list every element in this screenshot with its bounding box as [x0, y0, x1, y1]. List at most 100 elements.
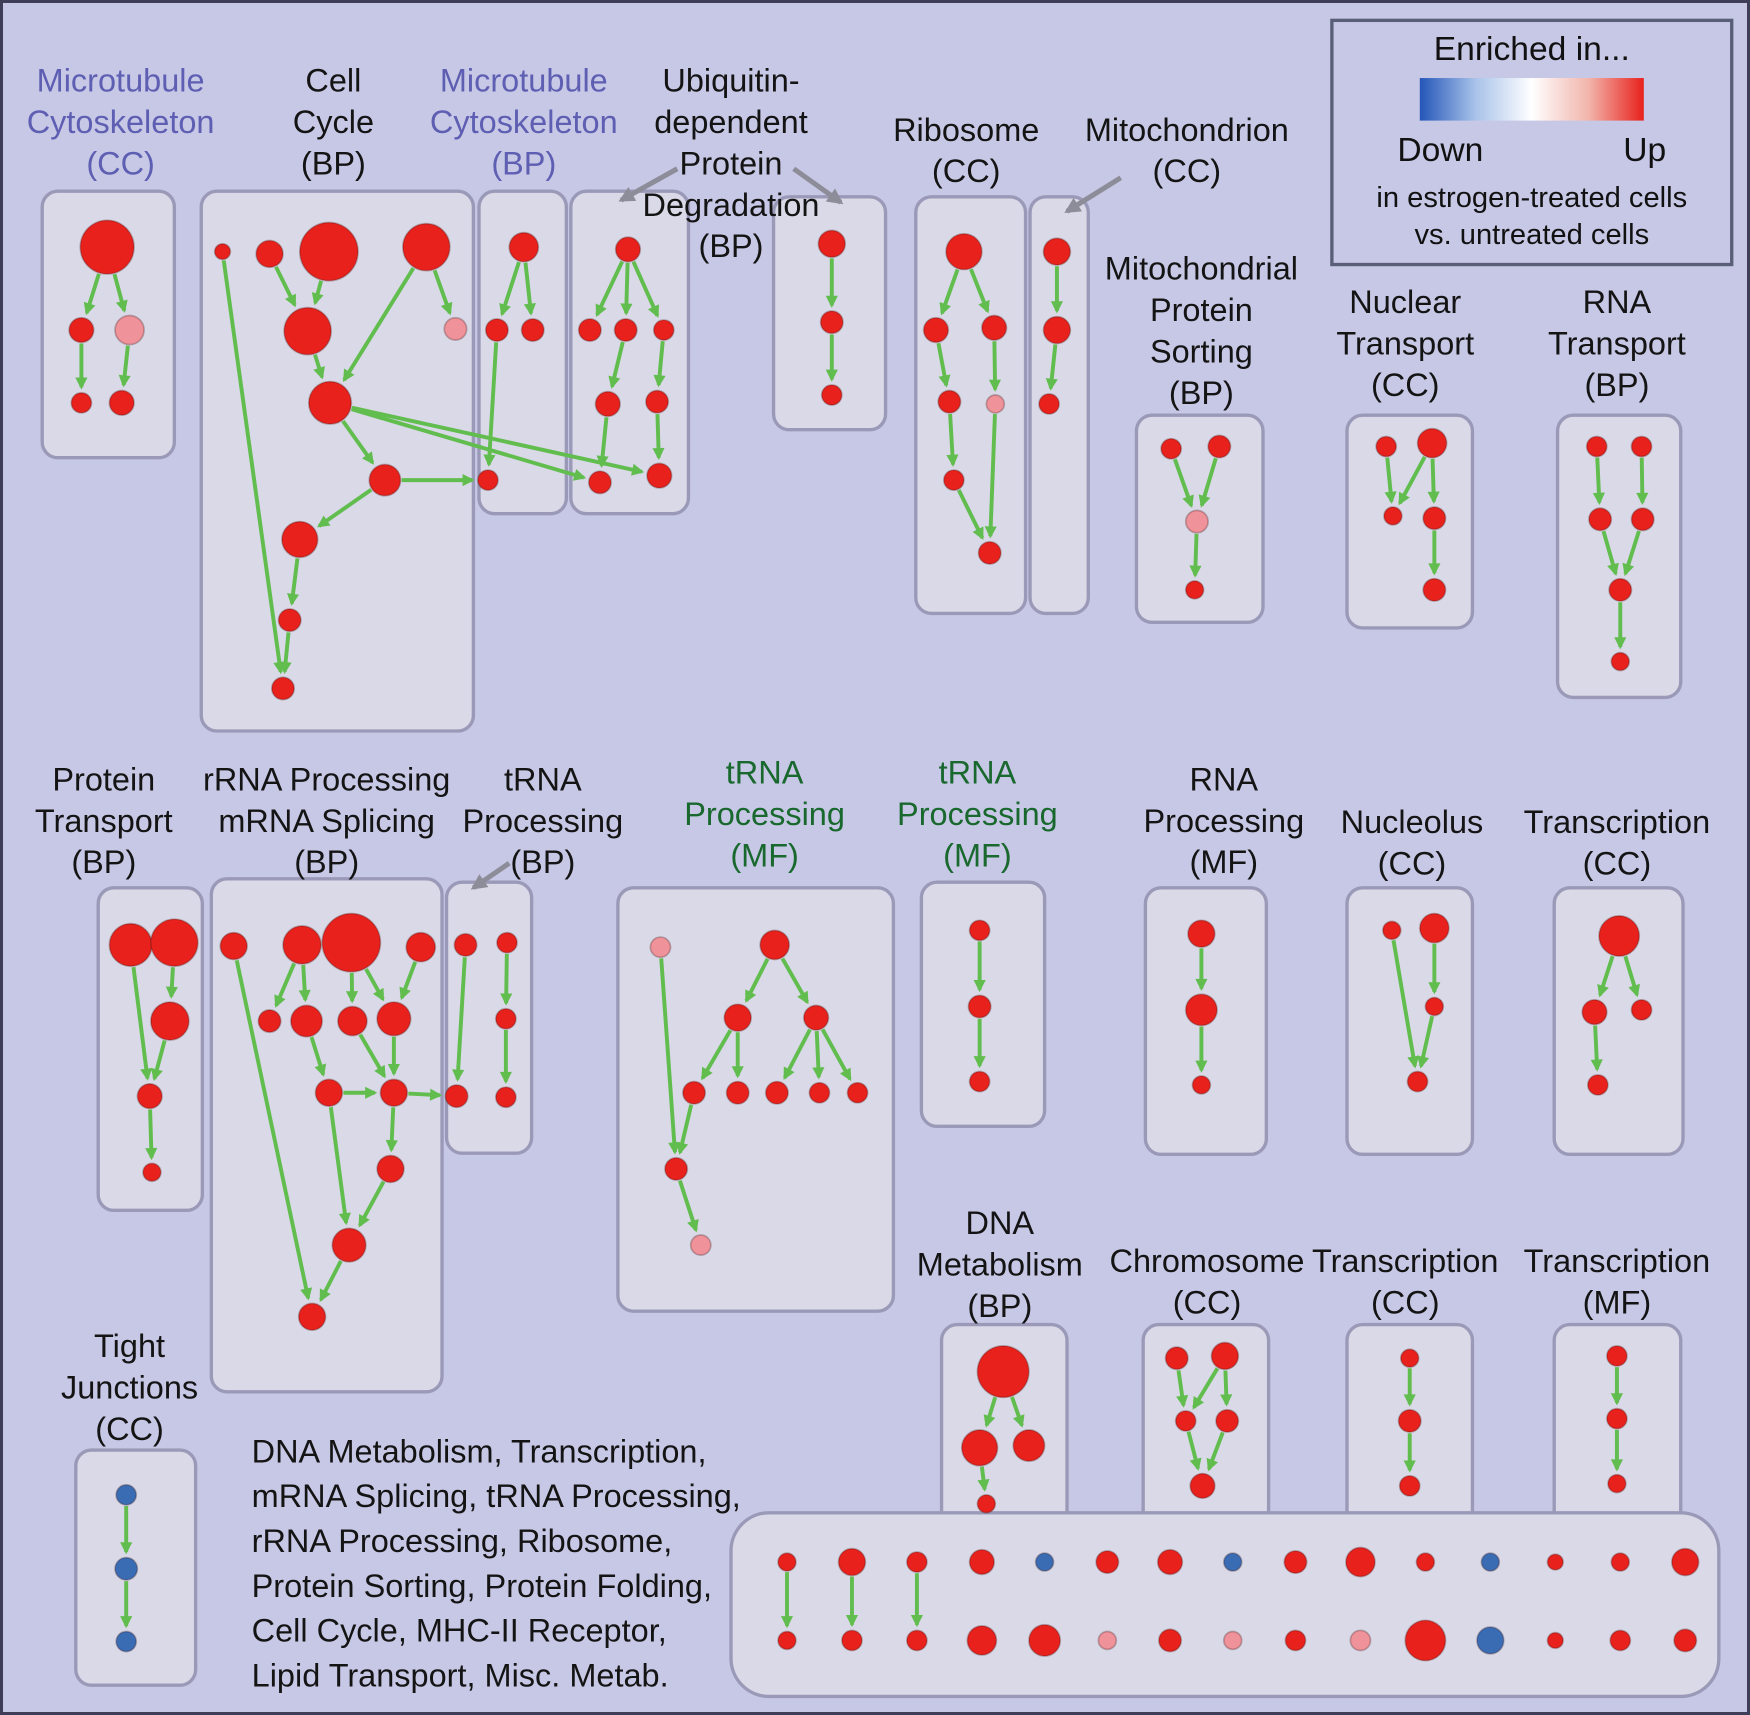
node-microtubule-cytoskeleton-cc-1 [68, 316, 95, 344]
node-chromosome-cc-3 [1215, 1408, 1240, 1433]
node-misc-12-bottom [1546, 1631, 1565, 1650]
node-cell-cycle-bp-7 [368, 463, 402, 497]
node-rrna-processing-mrna-splicing-bp-7 [376, 1001, 412, 1037]
node-misc-0-top [777, 1552, 797, 1572]
edge-arrow [1601, 530, 1619, 577]
node-transcription-cc-b-1 [1397, 1408, 1422, 1433]
edge-arrow [1045, 344, 1058, 391]
edge-arrow [1623, 955, 1641, 998]
node-trna-processing-mf-1-0 [649, 936, 672, 959]
edge-arrow [595, 260, 624, 318]
node-mitochondrial-protein-sorting-bp-1 [1207, 434, 1232, 459]
node-ubiquitin-degradation-bp-1 [577, 318, 602, 343]
edge-arrow [957, 489, 985, 541]
node-rrna-processing-mrna-splicing-bp-5 [290, 1004, 324, 1038]
node-transcription-cc-a-3 [1586, 1074, 1609, 1096]
node-mitochondrial-protein-sorting-bp-3 [1184, 580, 1205, 600]
legend-title: Enriched in... [1433, 31, 1630, 68]
node-misc-11-bottom [1476, 1626, 1505, 1655]
edge-arrow [408, 1088, 443, 1101]
node-trna-processing-bp-1 [496, 931, 518, 954]
legend-gradient-bar [1419, 78, 1644, 121]
edge-arrow [358, 1180, 386, 1228]
edge-arrow [319, 1260, 343, 1302]
edge-arrow [946, 413, 959, 467]
node-tight-junctions-cc-1 [114, 1556, 139, 1581]
node-protein-transport-bp-4 [142, 1162, 162, 1183]
node-rrna-processing-mrna-splicing-bp-1 [282, 925, 322, 965]
node-chromosome-cc-1 [1210, 1341, 1240, 1371]
edge-arrow [1189, 533, 1202, 578]
node-rna-transport-bp-1 [1630, 435, 1653, 458]
node-misc-1-top [837, 1547, 867, 1577]
node-microtubule-cytoskeleton-bp-0 [508, 231, 540, 263]
node-transcription-mf-1 [1606, 1407, 1628, 1430]
node-transcription-cc-b-0 [1399, 1348, 1420, 1369]
edge-arrow [1597, 955, 1615, 998]
node-cell-cycle-bp-6 [307, 380, 353, 425]
node-ribosome-cc-0 [945, 232, 983, 271]
node-cell-cycle-bp-3 [402, 222, 451, 272]
node-nuclear-transport-cc-3 [1422, 506, 1447, 531]
edge-arrow [653, 341, 666, 388]
node-misc-6-top [1156, 1548, 1184, 1576]
edge-arrow [1010, 1396, 1025, 1428]
node-ubiquitin-degradation-bp-6 [587, 470, 613, 495]
edge-arrow [350, 407, 587, 481]
node-rrna-processing-mrna-splicing-bp-6 [337, 1005, 368, 1037]
node-cell-cycle-bp-8 [281, 520, 319, 559]
edge-arrow [313, 354, 325, 380]
node-misc-10-bottom [1404, 1619, 1447, 1662]
edge-arrow [1173, 458, 1194, 509]
figure-stage: Microtubule Cytoskeleton (CC)Cell Cycle … [3, 3, 1747, 1712]
edge-arrow [1391, 939, 1420, 1069]
node-trna-processing-mf-1-1 [759, 929, 791, 961]
node-cell-cycle-bp-4 [283, 306, 333, 356]
edge-arrow [364, 968, 385, 1002]
edge-arrow [652, 413, 665, 461]
node-rrna-processing-mrna-splicing-bp-12 [297, 1302, 327, 1332]
edge-arrow [1220, 1370, 1233, 1407]
node-rna-transport-bp-0 [1585, 435, 1608, 458]
edge-arrow [483, 342, 499, 467]
edge-arrow [631, 260, 660, 318]
node-rrna-processing-mrna-splicing-bp-9 [379, 1078, 409, 1108]
edge-arrow [399, 961, 418, 1001]
node-trna-processing-mf-1-5 [725, 1080, 750, 1105]
edge-arrow [342, 267, 416, 383]
node-misc-3-top [968, 1548, 996, 1576]
node-nuclear-transport-cc-4 [1422, 577, 1447, 602]
node-nucleolus-cc-3 [1406, 1070, 1429, 1093]
node-transcription-cc-a-0 [1598, 914, 1641, 957]
node-dna-metabolism-bp-1 [960, 1429, 999, 1467]
edge-arrow [1198, 457, 1218, 508]
edge-arrow [1192, 1367, 1220, 1410]
edge-arrow [620, 262, 633, 316]
node-microtubule-cytoskeleton-cc-4 [108, 389, 135, 417]
edge-arrow [782, 1028, 812, 1081]
node-ubiquitin-degradation-bp-2-0 [817, 229, 847, 259]
node-mitochondrion-cc-2 [1038, 393, 1061, 415]
node-rna-processing-mf-0 [1187, 919, 1216, 949]
edge-arrow [596, 417, 609, 469]
node-protein-transport-bp-3 [136, 1082, 163, 1110]
node-misc-5-top [1095, 1550, 1120, 1575]
go-enrichment-network-diagram [40, 166, 1721, 1699]
legend-up-label: Up [1623, 131, 1667, 169]
node-rna-processing-mf-2 [1191, 1075, 1212, 1095]
node-ubiquitin-degradation-bp-0 [614, 236, 642, 263]
edge-arrow [432, 269, 453, 316]
edge-arrow [1398, 456, 1427, 506]
node-rna-transport-bp-4 [1608, 577, 1633, 602]
cluster-box-protein-transport-bp [96, 886, 205, 1213]
node-chromosome-cc-4 [1189, 1472, 1216, 1500]
node-protein-transport-bp-1 [150, 918, 199, 968]
node-cell-cycle-bp-0 [213, 242, 232, 261]
misc-description-line: rRNA Processing, Ribosome, [251, 1523, 673, 1560]
node-microtubule-cytoskeleton-bp-1 [484, 318, 509, 343]
node-misc-8-bottom [1284, 1629, 1307, 1652]
edge-arrow [311, 280, 324, 306]
misc-description-line: Lipid Transport, Misc. Metab. [251, 1658, 669, 1695]
edge-arrow [936, 342, 951, 388]
